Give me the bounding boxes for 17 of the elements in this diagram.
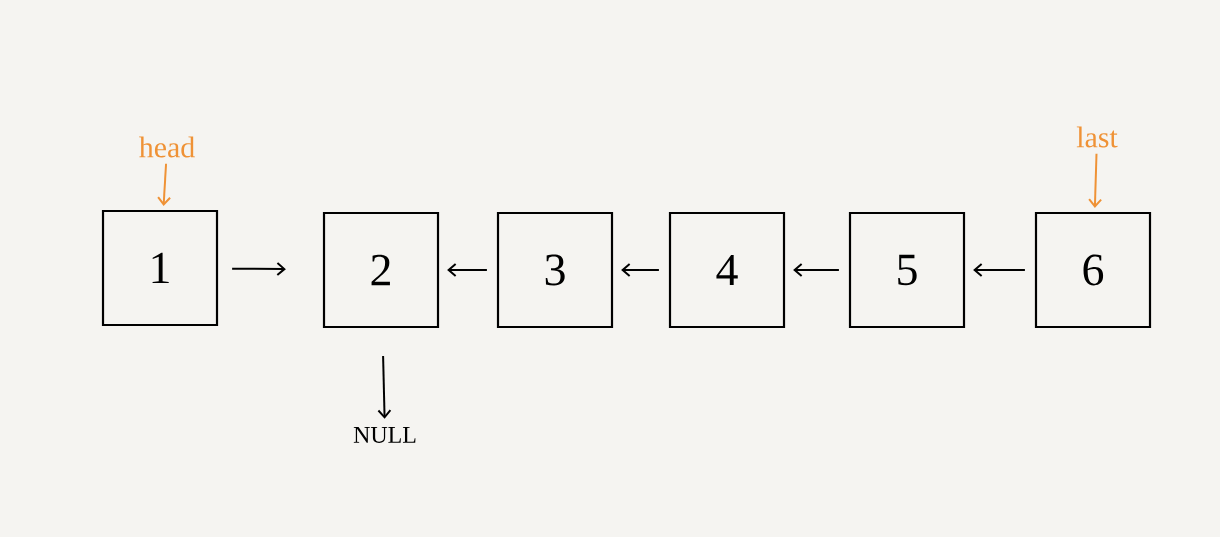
pointer-label: head (139, 136, 195, 158)
arrow (1088, 152, 1103, 208)
arrow (157, 162, 172, 206)
arrow (231, 262, 286, 277)
list-node-box: 6 (1034, 211, 1152, 329)
null-label: NULL (353, 427, 416, 443)
list-node-box: 3 (496, 211, 614, 329)
arrow (377, 355, 392, 419)
list-node-box: 4 (668, 211, 786, 329)
list-node-box: 5 (848, 211, 966, 329)
arrow (447, 263, 488, 277)
list-node-box: 2 (322, 211, 440, 329)
arrow (621, 263, 660, 277)
arrow (973, 263, 1026, 277)
pointer-label: last (1076, 126, 1118, 148)
arrow (793, 263, 840, 277)
list-node-box: 1 (101, 209, 219, 327)
